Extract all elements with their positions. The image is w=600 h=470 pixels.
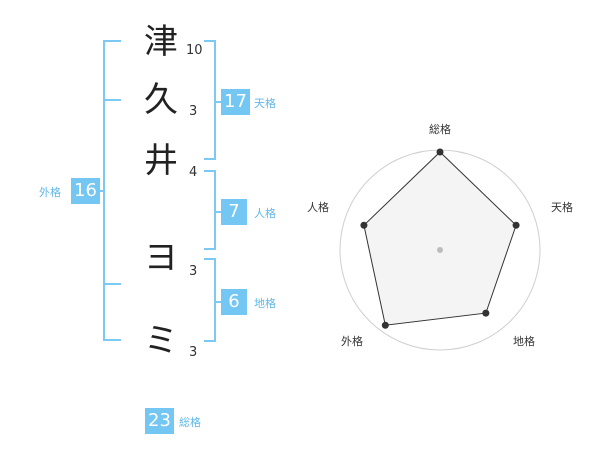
name-char-2: 久 <box>144 80 178 120</box>
soukaku-label: 総格 <box>179 416 201 429</box>
stroke-count-4: 3 <box>189 264 198 279</box>
radar-axis-label-gaikaku: 外格 <box>341 335 363 348</box>
radar-point-4 <box>381 321 389 329</box>
radar-point-2 <box>512 221 520 229</box>
radar-axis-label-soukaku: 総格 <box>429 123 451 136</box>
chikaku-value-badge: 6 <box>221 289 247 315</box>
radar-point-5 <box>360 221 368 229</box>
chikaku-connector <box>214 301 222 303</box>
tenkaku-bracket <box>204 40 216 160</box>
name-char-1: 津 <box>144 22 178 62</box>
jinkaku-value-badge: 7 <box>221 199 247 225</box>
gaikaku-label: 外格 <box>39 186 61 199</box>
tenkaku-value-badge: 17 <box>221 89 250 115</box>
radar-axis-label-chikaku: 地格 <box>513 335 535 348</box>
stroke-count-3: 4 <box>189 165 198 180</box>
stroke-count-1: 10 <box>186 43 203 58</box>
radar-center-dot <box>437 247 443 253</box>
tenkaku-connector <box>214 101 222 103</box>
radar-axis-label-tenkaku: 天格 <box>551 201 573 214</box>
name-char-5: ミ <box>144 321 178 361</box>
radar-data-polygon <box>363 151 517 326</box>
jinkaku-connector <box>214 211 222 213</box>
stroke-count-5: 3 <box>189 345 198 360</box>
gaikaku-value-badge: 16 <box>71 178 100 204</box>
chikaku-label: 地格 <box>254 297 276 310</box>
soukaku-value-badge: 23 <box>145 408 174 434</box>
jinkaku-label: 人格 <box>254 207 276 220</box>
tenkaku-label: 天格 <box>254 97 276 110</box>
stroke-count-2: 3 <box>189 104 198 119</box>
name-char-3: 井 <box>144 141 178 181</box>
radar-point-1 <box>436 148 444 156</box>
gaikaku-bracket-tick-bottom <box>103 283 121 285</box>
gaikaku-bracket-tick-top <box>103 99 121 101</box>
jinkaku-bracket <box>204 170 216 250</box>
gaikaku-connector <box>97 190 105 192</box>
radar-point-3 <box>482 309 490 317</box>
radar-axis-label-jinkaku: 人格 <box>307 201 329 214</box>
name-char-4: ヨ <box>144 238 178 278</box>
chikaku-bracket <box>204 258 216 342</box>
